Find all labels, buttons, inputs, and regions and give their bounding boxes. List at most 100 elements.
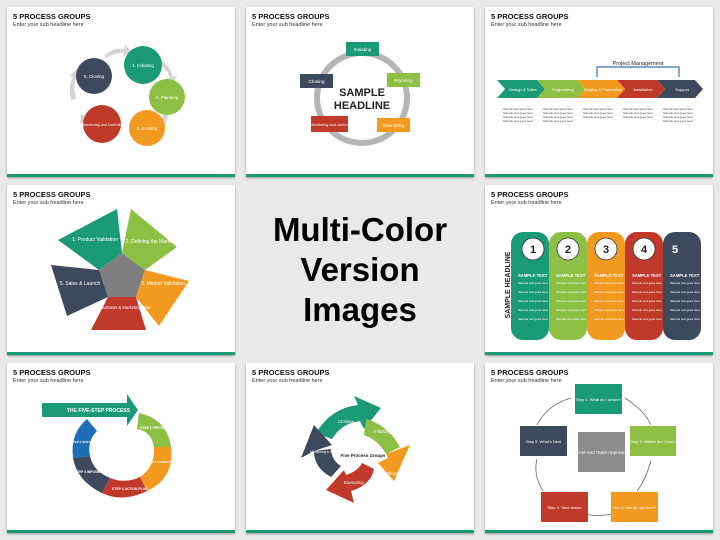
heading-line: Multi-Color [272,211,448,248]
bullet-text: Sample text goes here [632,281,662,285]
slide-subtitle: Enter your sub headline here [491,22,562,28]
step-box [387,73,420,87]
bullet-text: Sample text goes here [594,308,624,312]
bullet-text: Sample text goes here [594,290,624,294]
slide-subtitle: Enter your sub headline here [13,378,84,384]
pentagon-diagram: 1. Product Validation 2. Defining the Ma… [51,209,189,330]
column-title: SAMPLE TEXT [670,273,700,278]
bullet-text: Sample text goes here [663,119,693,123]
slide-thumbnail-5[interactable]: 5 PROCESS GROUPS Enter your sub headline… [485,185,713,355]
segment-label: 4. Business & Marketing Plan [96,305,151,310]
step-label: Step 5. What's Next [526,439,562,444]
step-label: 4. Monitoring and Controlling [79,123,125,127]
step-label: Initiating [354,47,372,53]
segment-label: Initiating [374,429,391,434]
bullet-text: Sample text goes here [518,308,548,312]
center-label: Inner And Outer Approach [575,450,628,455]
segment-label: Monitoring & Controlling [310,450,346,454]
step-box [346,42,379,56]
chevron-process: Project Management Design & Sales Engine… [497,61,703,123]
segment-label: 5. Sales & Launch [60,281,101,287]
bullet-text: Sample text goes here [556,281,586,285]
slide-thumbnail-1[interactable]: 5 PROCESS GROUPS Enter your sub headline… [7,7,235,177]
segment-label: 1. Product Validation [72,237,118,243]
side-headline: SAMPLE HEADLINE [505,251,512,318]
slide-title: 5 PROCESS GROUPS [13,190,91,199]
step-label: 5. Closing [84,74,105,79]
chevron-label: Design & Sales [509,87,536,92]
bullet-text: Sample text goes here [556,299,586,303]
slide-thumbnail-4[interactable]: 5 PROCESS GROUPS Enter your sub headline… [7,185,235,355]
step-label: 1. Initiating [132,63,154,68]
segment-label: Planning [386,471,404,476]
box-cycle: Inner And Outer Approach Step 1. What do… [520,384,676,522]
step-circle [83,105,121,143]
heading-line: Version Images [300,251,420,328]
bullet-text: Sample text goes here [543,115,573,119]
bullet-text: Sample text goes here [543,111,573,115]
center-heading: Multi-Color Version Images [246,185,474,355]
chevron-label: Support [675,87,690,92]
slide-subtitle: Enter your sub headline here [491,200,562,206]
bullet-text: Sample text goes here [583,111,613,115]
bullet-text: Sample text goes here [670,290,700,294]
step-label: 2. Planning [156,95,179,100]
slide-title: 5 PROCESS GROUPS [491,12,569,21]
chevron-label: Engineering [552,87,573,92]
bullet-text: Sample text goes here [632,290,662,294]
step-label: Step 3. How do I get there? [613,506,656,510]
bullet-text: Sample text goes here [670,308,700,312]
center-label: Five Process Groups [340,453,386,458]
step-label: STEP 3 ACTION PLAN [112,487,148,491]
step-number: 5 [672,244,678,256]
slide-subtitle: Enter your sub headline here [252,378,323,384]
bullet-text: Sample text goes here [594,299,624,303]
bullet-text: Sample text goes here [663,107,693,111]
slide-title: 5 PROCESS GROUPS [13,12,91,21]
arrow-cycle: Five Process Groups Closing Initiating P… [301,396,410,503]
segment-label: Closing [338,419,354,424]
step-label: 3. Exciting [137,126,158,131]
bullet-text: Sample text goes here [503,119,533,123]
bullet-text: Sample text goes here [583,107,613,111]
step-label: Monitoring and control [310,122,349,127]
slide-title: 5 PROCESS GROUPS [13,368,91,377]
bullet-text: Sample text goes here [556,308,586,312]
segment-label: Executing [344,480,364,485]
bullet-text: Sample text goes here [518,281,548,285]
bullet-text: Sample text goes here [623,107,653,111]
bullet-text: Sample text goes here [670,317,700,321]
step-label: Planning [394,78,413,84]
bullet-text: Sample text goes here [583,115,613,119]
center-box [578,432,625,472]
bullet-text: Sample text goes here [670,281,700,285]
center-headline: HEADLINE [334,100,390,112]
slide-thumbnail-6[interactable]: 5 PROCESS GROUPS Enter your sub headline… [7,363,235,533]
bullet-text: Sample text goes here [594,281,624,285]
slide-subtitle: Enter your sub headline here [13,22,84,28]
slide-title: 5 PROCESS GROUPS [252,368,330,377]
step-label: STEP 1 PREPARATION [140,426,177,430]
step-label: STEP 4 IMPLEMENTATION [75,470,116,474]
slide-thumbnail-2[interactable]: 5 PROCESS GROUPS Enter your sub headline… [246,7,474,177]
step-label: THE FIVE-STEP PROCESS [67,408,131,414]
step-number: 3 [603,244,609,256]
slide-thumbnail-7[interactable]: 5 PROCESS GROUPS Enter your sub headline… [246,363,474,533]
column-title: SAMPLE TEXT [518,273,548,278]
bullet-text: Sample text goes here [632,308,662,312]
bullet-text: Sample text goes here [556,317,586,321]
step-label: Step 1. What do I desire? [576,397,622,402]
step-label: STEP 5 SUSTAINABILITY [71,440,107,444]
bullet-text: Sample text goes here [503,111,533,115]
step-box [311,116,348,132]
bullet-text: Sample text goes here [543,119,573,123]
bullet-text: Sample text goes here [543,107,573,111]
slide-thumbnail-3[interactable]: 5 PROCESS GROUPS Enter your sub headline… [485,7,713,177]
five-step-cycle: THE FIVE-STEP PROCESS STEP 1 PREPARATION… [42,394,207,498]
chevron-label: Staging & Fabrication [584,87,622,92]
bullet-text: Sample text goes here [632,317,662,321]
segment-label: 3. Market Validation [141,281,185,287]
slide-subtitle: Enter your sub headline here [252,22,323,28]
slide-subtitle: Enter your sub headline here [491,378,562,384]
slide-thumbnail-8[interactable]: 5 PROCESS GROUPS Enter your sub headline… [485,363,713,533]
